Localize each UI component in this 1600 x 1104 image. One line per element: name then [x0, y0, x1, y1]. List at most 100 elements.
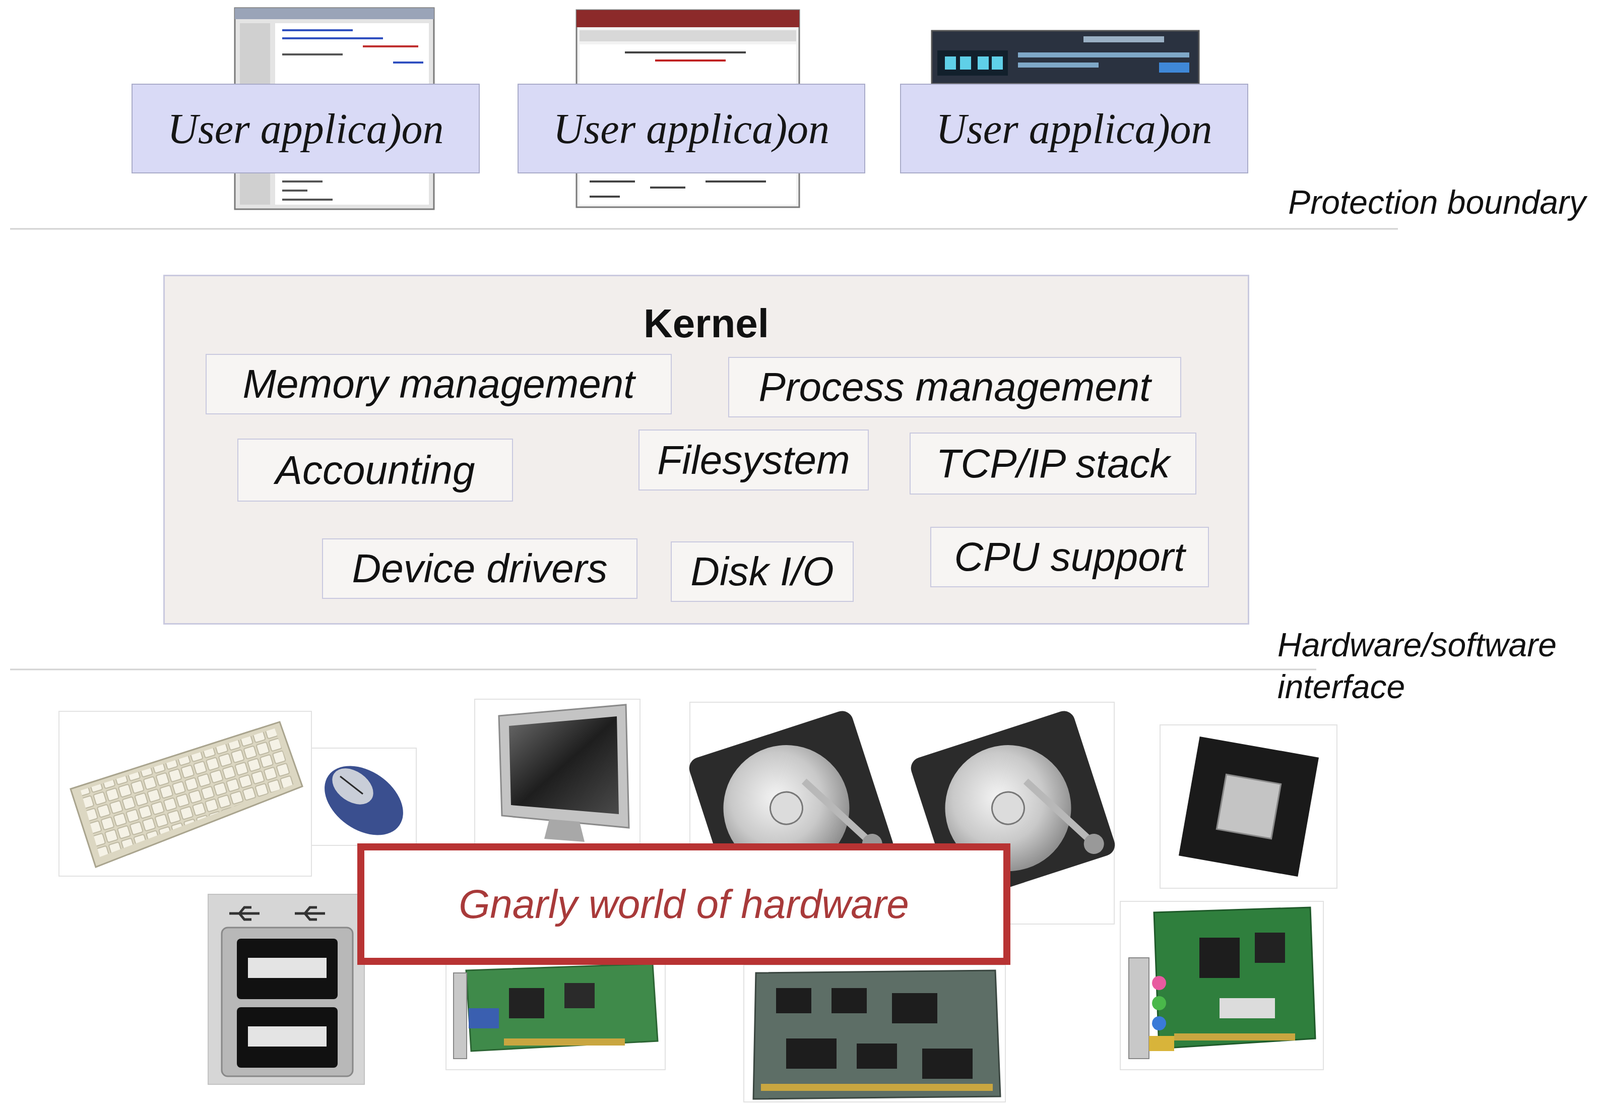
cpu-picture [1160, 724, 1337, 888]
keyboard-picture [70, 721, 303, 867]
box-text: User applica)on [167, 104, 444, 154]
sound-card-picture [1148, 1035, 1175, 1051]
usb-port-picture [229, 907, 326, 920]
player-screenshot [944, 56, 956, 70]
hard-disk-picture [1081, 830, 1107, 857]
mouse-picture [311, 751, 416, 850]
browser-screenshot [650, 186, 686, 189]
sound-card-picture [1254, 932, 1286, 963]
app-screenshot [234, 8, 434, 20]
cpu-picture [1178, 736, 1319, 877]
cpu-picture [1160, 724, 1337, 888]
sound-card-picture [1174, 1033, 1296, 1041]
graphics-card-picture [453, 972, 467, 1059]
monitor-picture [544, 818, 585, 842]
box-text: User applica)on [553, 104, 830, 154]
graphics-card-picture [445, 958, 666, 1070]
application-box: User applica)on [131, 83, 480, 174]
application-box: User applica)on [900, 83, 1249, 174]
sound-card-picture [1120, 901, 1324, 1070]
browser-screenshot [589, 195, 620, 198]
player-screenshot [1017, 52, 1190, 58]
usb-port-picture [208, 893, 365, 1084]
player-screenshot [960, 56, 972, 70]
graphics-card-picture [466, 963, 658, 1051]
box-text: User applica)on [935, 104, 1212, 154]
boundary-label: Hardware/software interface [1277, 623, 1588, 708]
kernel-component-box: CPU support [930, 526, 1209, 588]
sound-card-picture [1154, 907, 1316, 1049]
mouse-picture [340, 776, 363, 794]
browser-screenshot [624, 51, 746, 54]
monitor-picture [508, 716, 619, 814]
box-text: Filesystem [657, 436, 850, 484]
usb-port-picture [236, 1006, 338, 1068]
hardware-callout-box: Gnarly world of hardware [357, 843, 1011, 965]
graphics-card-picture [468, 1007, 499, 1029]
kernel-component-box: Memory management [205, 353, 672, 415]
circuit-board-picture [743, 964, 1006, 1102]
browser-screenshot [705, 180, 766, 183]
usb-port-picture [247, 957, 327, 978]
application-box: User applica)on [517, 83, 866, 174]
player-screenshot [1017, 62, 1099, 68]
player-screenshot [931, 30, 1199, 84]
browser-screenshot [576, 10, 800, 28]
player-screenshot [1083, 36, 1165, 43]
browser-screenshot [589, 180, 635, 183]
kernel-component-box: TCP/IP stack [909, 432, 1197, 495]
app-screenshot [282, 37, 383, 40]
sound-card-picture [1152, 1015, 1167, 1031]
hard-disk-picture [987, 787, 1029, 829]
usb-port-picture [247, 1026, 327, 1047]
app-screenshot [393, 61, 424, 64]
circuit-board-picture [831, 987, 867, 1013]
graphics-card-picture [564, 982, 595, 1008]
boundary-label: Protection boundary [1288, 181, 1586, 224]
kernel-title: Kernel [164, 300, 1248, 347]
circuit-board-picture [891, 992, 938, 1023]
monitor-picture [474, 698, 640, 853]
app-screenshot [282, 53, 343, 56]
sound-card-picture [1219, 997, 1275, 1018]
app-screenshot [282, 189, 308, 192]
circuit-board-picture [856, 1043, 898, 1069]
circuit-board-picture [753, 970, 1001, 1099]
app-screenshot [282, 198, 333, 201]
box-text: Memory management [242, 360, 635, 408]
graphics-card-picture [445, 958, 666, 1070]
boundary-line [10, 668, 1317, 671]
box-text: Process management [758, 363, 1151, 411]
boundary-line [10, 228, 1398, 670]
sound-card-picture [1152, 995, 1167, 1010]
usb-port-picture [236, 938, 338, 999]
graphics-card-picture [508, 987, 545, 1018]
usb-port-picture [221, 927, 353, 1076]
box-text: Disk I/O [690, 548, 834, 595]
circuit-board-picture [786, 1038, 837, 1069]
boundary-line [10, 228, 1398, 230]
circuit-board-picture [760, 1083, 993, 1091]
kernel-component-box: Device drivers [322, 538, 638, 599]
app-screenshot [362, 45, 419, 48]
usb-port-picture [294, 907, 326, 920]
kernel-component-box: Accounting [237, 438, 514, 502]
player-screenshot [977, 56, 989, 70]
box-text: Device drivers [352, 545, 608, 592]
hard-disk-picture [765, 787, 807, 829]
app-screenshot [282, 29, 353, 32]
browser-screenshot [655, 59, 726, 62]
usb-port-picture [208, 893, 365, 1084]
kernel-box: KernelMemory management Process managemen… [163, 274, 1250, 625]
box-text: Gnarly world of hardware [458, 880, 910, 928]
player-screenshot [944, 56, 1003, 70]
circuit-board-picture [743, 964, 1006, 1102]
mouse-picture [325, 760, 380, 812]
kernel-component-box: Filesystem [638, 429, 869, 491]
player-screenshot [931, 30, 1199, 84]
browser-screenshot [579, 30, 797, 42]
sound-card-picture [1120, 901, 1324, 1070]
keyboard-picture [58, 711, 312, 876]
kernel-component-box: Process management [728, 356, 1182, 418]
player-screenshot [991, 56, 1003, 70]
